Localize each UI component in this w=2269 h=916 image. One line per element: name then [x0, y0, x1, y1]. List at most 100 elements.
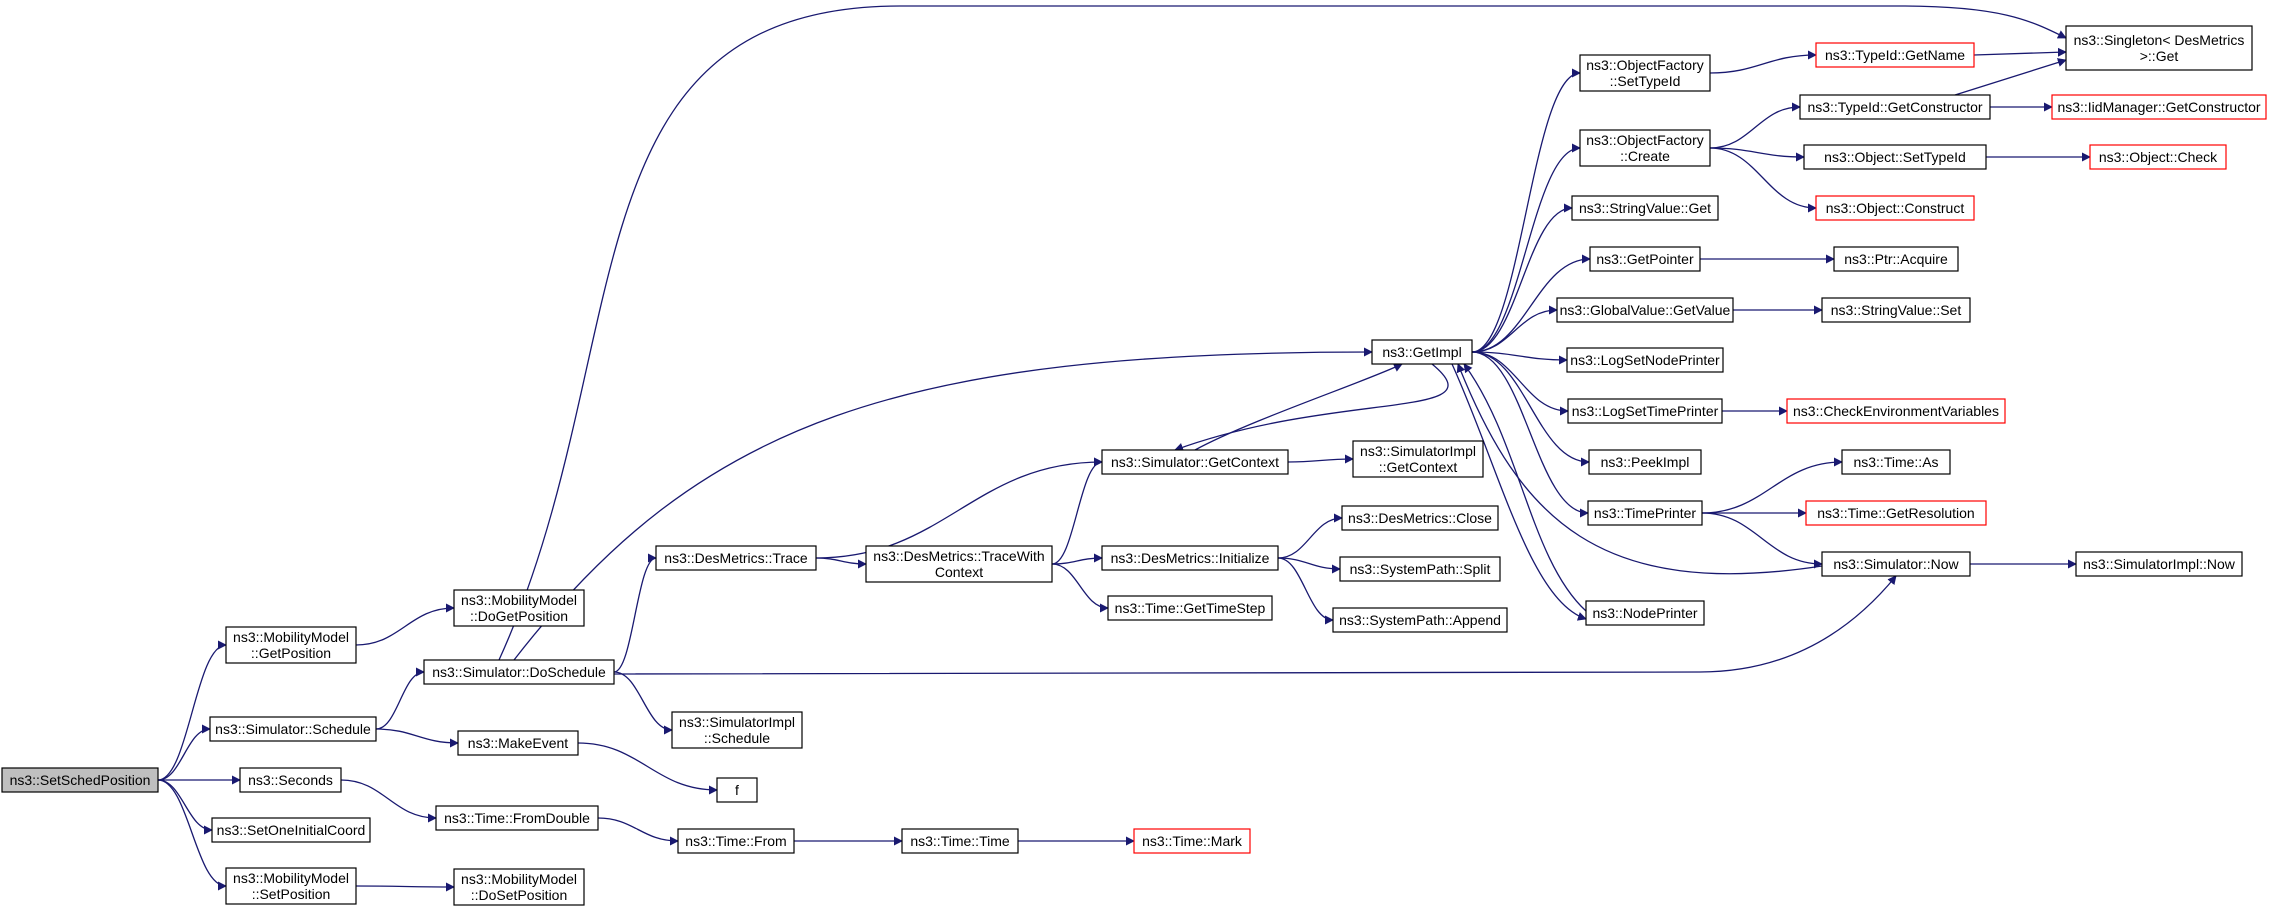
node-simDoSchedule[interactable]: ns3::Simulator::DoSchedule: [423, 659, 615, 685]
edges-layer: [157, 5, 2091, 892]
node-label: ns3::Simulator::Now: [1833, 556, 1959, 572]
node-box: [677, 828, 795, 854]
node-label: ns3::ObjectFactory: [1586, 132, 1704, 148]
edge-getImpl-to-ofSetTypeId: [1471, 68, 1581, 353]
node-svSet[interactable]: ns3::StringValue::Set: [1821, 297, 1971, 323]
node-objConstruct[interactable]: ns3::Object::Construct: [1815, 195, 1975, 221]
node-box: [435, 805, 599, 831]
node-timeFrom[interactable]: ns3::Time::From: [677, 828, 795, 854]
edge-simSchedule-to-makeEvent: [375, 728, 459, 748]
node-svGet[interactable]: ns3::StringValue::Get: [1571, 195, 1719, 221]
node-timeMark[interactable]: ns3::Time::Mark: [1133, 828, 1251, 854]
node-singletonGet[interactable]: ns3::Singleton< DesMetrics >::Get: [2065, 25, 2253, 71]
node-label: ns3::Time::From: [685, 833, 786, 849]
edge-setSchedPosition-to-setOneInitialCoord: [157, 779, 213, 835]
edge-setSchedPosition-to-mmSetPosition: [157, 779, 227, 891]
edge-desTraceWithContext-to-simGetContext: [1051, 457, 1103, 565]
edge-desInitialize-to-sysSplit: [1277, 557, 1341, 574]
node-label: ns3::Simulator::GetContext: [1111, 454, 1279, 470]
node-gvGetValue[interactable]: ns3::GlobalValue::GetValue: [1556, 297, 1734, 323]
node-objSetTypeId[interactable]: ns3::Object::SetTypeId: [1803, 144, 1987, 170]
node-box: [1815, 42, 1975, 68]
node-logSetNodePrinter[interactable]: ns3::LogSetNodePrinter: [1566, 347, 1724, 373]
node-box: [1588, 449, 1702, 475]
node-box: [1341, 505, 1499, 531]
node-ofCreate[interactable]: ns3::ObjectFactory::Create: [1579, 129, 1711, 167]
node-label: ns3::DesMetrics::Trace: [664, 550, 808, 566]
node-desInitialize[interactable]: ns3::DesMetrics::Initialize: [1101, 545, 1279, 571]
node-peekImpl[interactable]: ns3::PeekImpl: [1588, 449, 1702, 475]
node-nodePrinter[interactable]: ns3::NodePrinter: [1585, 600, 1705, 626]
node-box: [1101, 545, 1279, 571]
node-box: [225, 867, 357, 905]
node-simGetContext[interactable]: ns3::Simulator::GetContext: [1101, 449, 1289, 475]
node-simSchedule[interactable]: ns3::Simulator::Schedule: [209, 716, 377, 742]
node-desTrace[interactable]: ns3::DesMetrics::Trace: [655, 545, 817, 571]
node-box: [1566, 347, 1724, 373]
node-mmDoSetPosition[interactable]: ns3::MobilityModel::DoSetPosition: [453, 868, 585, 906]
edge-typeIdGetConstructor-to-singletonGet: [1954, 58, 2067, 96]
node-setOneInitialCoord[interactable]: ns3::SetOneInitialCoord: [211, 817, 371, 843]
node-mmGetPosition[interactable]: ns3::MobilityModel::GetPosition: [225, 626, 357, 664]
node-f[interactable]: f: [716, 777, 758, 803]
node-box: [1107, 595, 1273, 621]
node-simImplGetContext[interactable]: ns3::SimulatorImpl::GetContext: [1352, 440, 1484, 478]
node-sysAppend[interactable]: ns3::SystemPath::Append: [1332, 607, 1508, 633]
node-setSchedPosition[interactable]: ns3::SetSchedPosition: [1, 767, 159, 793]
node-simImplNow[interactable]: ns3::SimulatorImpl::Now: [2075, 551, 2243, 577]
edge-simDoSchedule-to-getImpl: [513, 347, 1373, 661]
node-label: ns3::PeekImpl: [1601, 454, 1690, 470]
node-label: ns3::Ptr::Acquire: [1844, 251, 1948, 267]
node-typeIdGetConstructor[interactable]: ns3::TypeId::GetConstructor: [1799, 94, 1991, 120]
node-label: ns3::Time::GetResolution: [1817, 505, 1974, 521]
node-timeFromDouble[interactable]: ns3::Time::FromDouble: [435, 805, 599, 831]
node-box: [211, 817, 371, 843]
node-label: f: [735, 782, 739, 798]
edge-mmGetPosition-to-mmDoGetPosition: [355, 603, 455, 646]
node-box: [1587, 500, 1703, 526]
node-box: [1815, 195, 1975, 221]
node-box: [453, 868, 585, 906]
node-sysSplit[interactable]: ns3::SystemPath::Split: [1339, 556, 1501, 582]
node-box: [1567, 398, 1723, 424]
node-getImpl[interactable]: ns3::GetImpl: [1371, 339, 1473, 365]
node-label: ns3::ObjectFactory: [1586, 57, 1704, 73]
edge-simDoSchedule-to-desTrace: [613, 553, 657, 673]
node-typeIdGetName[interactable]: ns3::TypeId::GetName: [1815, 42, 1975, 68]
node-objCheck[interactable]: ns3::Object::Check: [2089, 144, 2227, 170]
node-desClose[interactable]: ns3::DesMetrics::Close: [1341, 505, 1499, 531]
node-makeEvent[interactable]: ns3::MakeEvent: [457, 730, 579, 756]
node-getPointer[interactable]: ns3::GetPointer: [1589, 246, 1701, 272]
node-timeGetTimeStep[interactable]: ns3::Time::GetTimeStep: [1107, 595, 1273, 621]
node-timeTime[interactable]: ns3::Time::Time: [901, 828, 1019, 854]
edge-getImpl-to-peekImpl: [1471, 351, 1590, 467]
node-ptrAcquire[interactable]: ns3::Ptr::Acquire: [1833, 246, 1959, 272]
node-iidGetConstructor[interactable]: ns3::IidManager::GetConstructor: [2051, 94, 2267, 120]
node-label: ::SetPosition: [252, 886, 331, 902]
node-simImplSchedule[interactable]: ns3::SimulatorImpl::Schedule: [671, 711, 803, 749]
node-box: [1805, 500, 1987, 526]
node-timeGetResolution[interactable]: ns3::Time::GetResolution: [1805, 500, 1987, 526]
node-label: ns3::GetPointer: [1596, 251, 1694, 267]
node-logSetTimePrinter[interactable]: ns3::LogSetTimePrinter: [1567, 398, 1723, 424]
node-label: Context: [935, 564, 983, 580]
edge-ofCreate-to-objSetTypeId: [1709, 147, 1805, 162]
edge-getImpl-to-simGetContext: [1174, 363, 1449, 452]
node-seconds[interactable]: ns3::Seconds: [239, 767, 342, 793]
node-label: ns3::TimePrinter: [1594, 505, 1697, 521]
node-mmDoGetPosition[interactable]: ns3::MobilityModel::DoGetPosition: [453, 589, 585, 627]
node-simNow[interactable]: ns3::Simulator::Now: [1821, 551, 1971, 577]
node-timeAs[interactable]: ns3::Time::As: [1841, 449, 1951, 475]
edge-ofCreate-to-typeIdGetConstructor: [1709, 102, 1801, 149]
node-ofSetTypeId[interactable]: ns3::ObjectFactory::SetTypeId: [1579, 54, 1711, 92]
node-checkEnvVars[interactable]: ns3::CheckEnvironmentVariables: [1786, 398, 2006, 424]
edge-simGetContext-to-simImplGetContext: [1287, 454, 1354, 464]
node-mmSetPosition[interactable]: ns3::MobilityModel::SetPosition: [225, 867, 357, 905]
node-label: ns3::CheckEnvironmentVariables: [1793, 403, 1999, 419]
node-label: ns3::TypeId::GetName: [1825, 47, 1965, 63]
edge-simNow-to-getImpl: [1456, 363, 1823, 575]
node-timePrinter[interactable]: ns3::TimePrinter: [1587, 500, 1703, 526]
node-box: [1579, 54, 1711, 92]
